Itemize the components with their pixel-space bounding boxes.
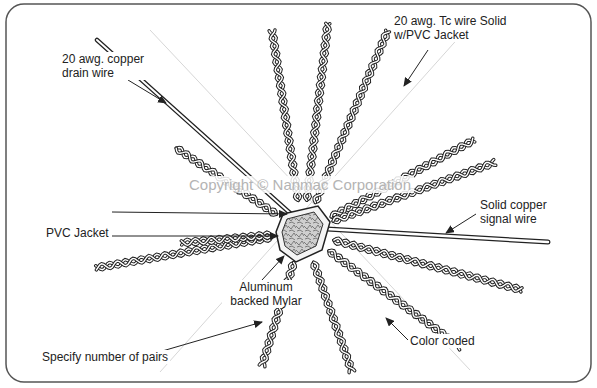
drain-wire-label: 20 awg. copper drain wire	[60, 52, 164, 80]
guide-line	[150, 30, 470, 370]
mylar-label: Aluminum backed Mylar	[222, 280, 310, 308]
tc-wire-strand	[181, 233, 271, 245]
tc-wire-strand	[182, 232, 271, 245]
jacket-label: PVC Jacket	[44, 226, 111, 240]
tc-wire-strand	[182, 232, 271, 245]
tc-wire-strand	[329, 250, 463, 345]
signal-wire	[310, 228, 548, 242]
tc-wire-strand	[269, 31, 300, 201]
tc-wire-label: 20 awg. Tc wire Solid w/PVC Jacket	[392, 14, 526, 42]
tc-wire-strand	[270, 30, 299, 201]
signal-wire-label: Solid copper signal wire	[478, 198, 578, 226]
tc-wire-strand	[329, 250, 463, 345]
color-note: Color coded	[408, 334, 477, 348]
frame	[6, 4, 591, 382]
tc-wire-strand	[259, 263, 295, 365]
tc-wire-strand	[314, 262, 355, 371]
tc-wire-strand	[181, 233, 271, 245]
watermark: Copyright © Nanmac Corporation	[186, 176, 414, 193]
leader-lines	[112, 50, 476, 354]
guide-line	[160, 25, 470, 372]
tc-wire-strand	[334, 238, 522, 291]
tc-wire-strand	[270, 30, 299, 201]
tc-wire-strand	[314, 262, 355, 371]
pairs-note: Specify number of pairs	[40, 350, 170, 364]
tc-wire-strand	[269, 31, 300, 201]
mylar-shield	[282, 212, 323, 255]
tc-wire-strand	[259, 263, 295, 365]
signal-wire	[310, 228, 548, 242]
tc-wire-strand	[334, 238, 522, 291]
